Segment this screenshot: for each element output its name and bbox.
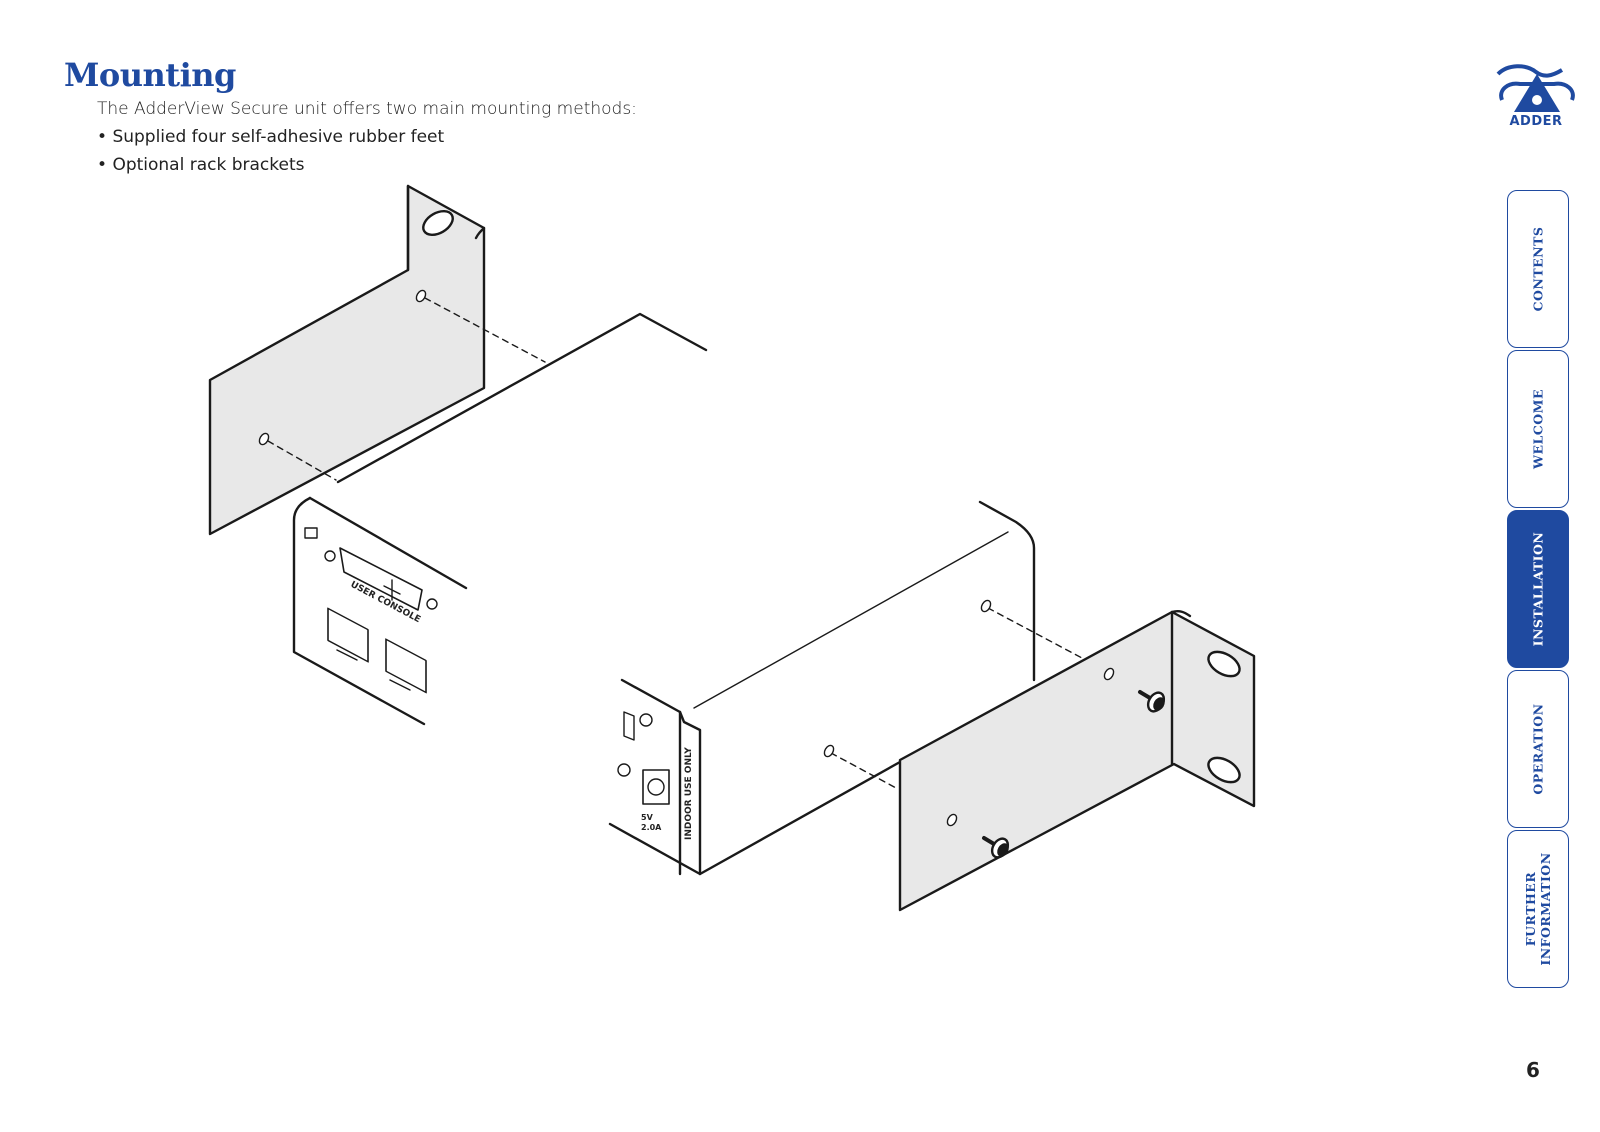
list-item: Optional rack brackets [97, 155, 444, 183]
mounting-diagram: USER CONSOLE INDOOR USE ONLY 5V 2.0A [208, 184, 1256, 912]
logo-text: ADDER [1509, 114, 1563, 129]
list-item: Supplied four self-adhesive rubber feet [97, 127, 444, 155]
tab-label: WELCOME [1530, 388, 1546, 470]
snake-icon [1496, 64, 1564, 78]
page-number: 6 [1526, 1058, 1540, 1082]
unit-rear-end [608, 500, 1036, 876]
tab-installation[interactable]: INSTALLATION [1507, 510, 1569, 668]
tab-operation[interactable]: OPERATION [1507, 670, 1569, 828]
tab-contents[interactable]: CONTENTS [1507, 190, 1569, 348]
mounting-methods-list: Supplied four self-adhesive rubber feet … [97, 127, 444, 183]
left-rack-bracket [208, 184, 486, 536]
tab-label: OPERATION [1530, 703, 1546, 795]
right-rack-bracket [898, 610, 1256, 912]
tab-label: FURTHER INFORMATION [1523, 852, 1553, 966]
side-nav: CONTENTS WELCOME INSTALLATION OPERATION … [1507, 190, 1571, 990]
thumb-screw-icon [982, 836, 1010, 859]
alignment-lines-left [267, 297, 546, 481]
power-voltage-label: 5V [641, 813, 654, 822]
screw-hole [823, 744, 835, 758]
tab-label: INSTALLATION [1530, 531, 1546, 647]
screw-hole [980, 599, 992, 613]
tab-further-information[interactable]: FURTHER INFORMATION [1507, 830, 1569, 988]
power-current-label: 2.0A [641, 823, 662, 832]
indoor-use-label: INDOOR USE ONLY [684, 747, 694, 840]
page-title: Mounting [64, 56, 236, 94]
unit-front-end [292, 312, 708, 726]
intro-text: The AdderView Secure unit offers two mai… [97, 99, 637, 119]
tab-welcome[interactable]: WELCOME [1507, 350, 1569, 508]
thumb-screw-icon [1138, 690, 1166, 713]
adder-logo [1496, 64, 1575, 112]
tab-label: CONTENTS [1530, 226, 1546, 312]
